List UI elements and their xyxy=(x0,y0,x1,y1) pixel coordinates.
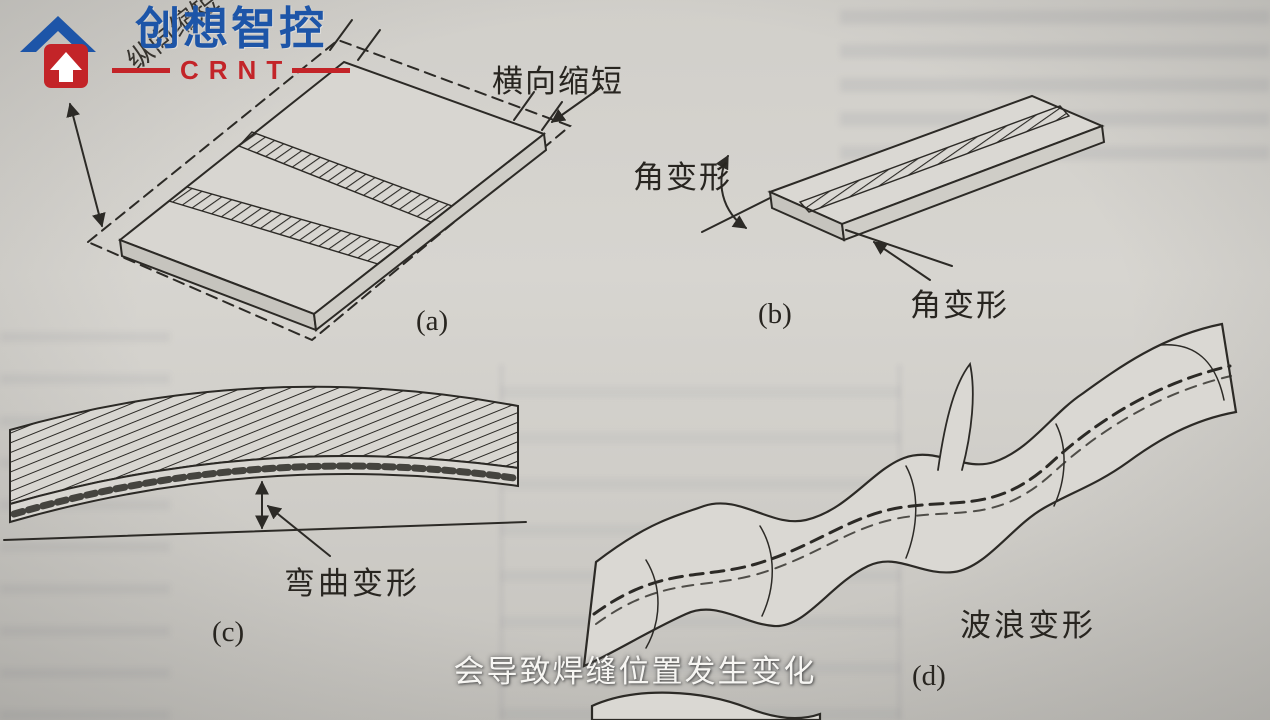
weld-seam xyxy=(167,186,401,265)
sheet-bottom-strip xyxy=(590,691,822,720)
dimension-tick xyxy=(357,29,381,61)
label-leader-arrow xyxy=(266,505,331,557)
wavy-sheet-outline xyxy=(582,322,1238,668)
wave-contour xyxy=(645,559,659,649)
weld-seam xyxy=(798,105,1071,213)
logo-dash-left xyxy=(112,67,170,73)
weld-seam xyxy=(237,131,454,223)
crnt-logo-name: 创想智控 xyxy=(135,3,328,54)
top-fold-spike xyxy=(937,361,974,471)
figure-c-bending-deformation xyxy=(3,385,527,557)
logo-dash-right xyxy=(292,67,351,73)
original-outline-dashed xyxy=(86,38,572,342)
baseline xyxy=(3,521,527,541)
label-angular-deformation-2: 角变形 xyxy=(910,288,1009,323)
crnt-logo-text: 创想智控 CRNT xyxy=(112,3,351,86)
figure-d-letter: (d) xyxy=(912,660,946,692)
weld-seam xyxy=(10,462,518,518)
wave-contour xyxy=(905,465,917,559)
reference-line xyxy=(845,229,953,267)
label-wave-deformation: 波浪变形 xyxy=(960,608,1096,643)
wave-contour xyxy=(1159,343,1225,401)
label-transverse-shortening: 横向缩短 xyxy=(492,64,624,99)
angle-arc-arrow xyxy=(715,154,748,229)
figure-b-letter: (b) xyxy=(758,298,792,330)
label-bending-deformation: 弯曲变形 xyxy=(284,566,420,601)
dimension-tick xyxy=(329,19,353,51)
figure-b-angular-deformation xyxy=(701,94,1106,281)
crnt-logo-abbr: CRNT xyxy=(180,54,293,85)
plate-edge-right xyxy=(312,132,548,332)
wave-contour xyxy=(759,525,773,617)
weld-seam-dashed xyxy=(592,364,1232,616)
video-subtitle-caption: 会导致焊缝位置发生变化 xyxy=(453,654,817,689)
reference-line xyxy=(701,197,771,233)
plate-edge-right xyxy=(840,124,1106,242)
dimension-arrow xyxy=(66,102,106,228)
figure-a-plate-shrinkage xyxy=(66,19,601,342)
weld-seam-dashed xyxy=(595,375,1232,625)
crnt-logo-icon xyxy=(20,16,96,88)
crnt-logo-subrow: CRNT xyxy=(112,54,351,86)
figure-d-wave-deformation xyxy=(582,322,1238,720)
label-angular-deformation-1: 角变形 xyxy=(633,160,732,195)
crnt-logo: 创想智控 CRNT xyxy=(16,3,351,94)
label-leader-arrow xyxy=(550,87,601,123)
wave-contour xyxy=(1053,423,1065,507)
bowed-flange xyxy=(9,455,519,524)
dimension-tick xyxy=(513,91,535,121)
figure-c-letter: (c) xyxy=(212,616,245,648)
figure-a-letter: (a) xyxy=(416,305,449,337)
label-leader-arrow xyxy=(872,241,931,281)
